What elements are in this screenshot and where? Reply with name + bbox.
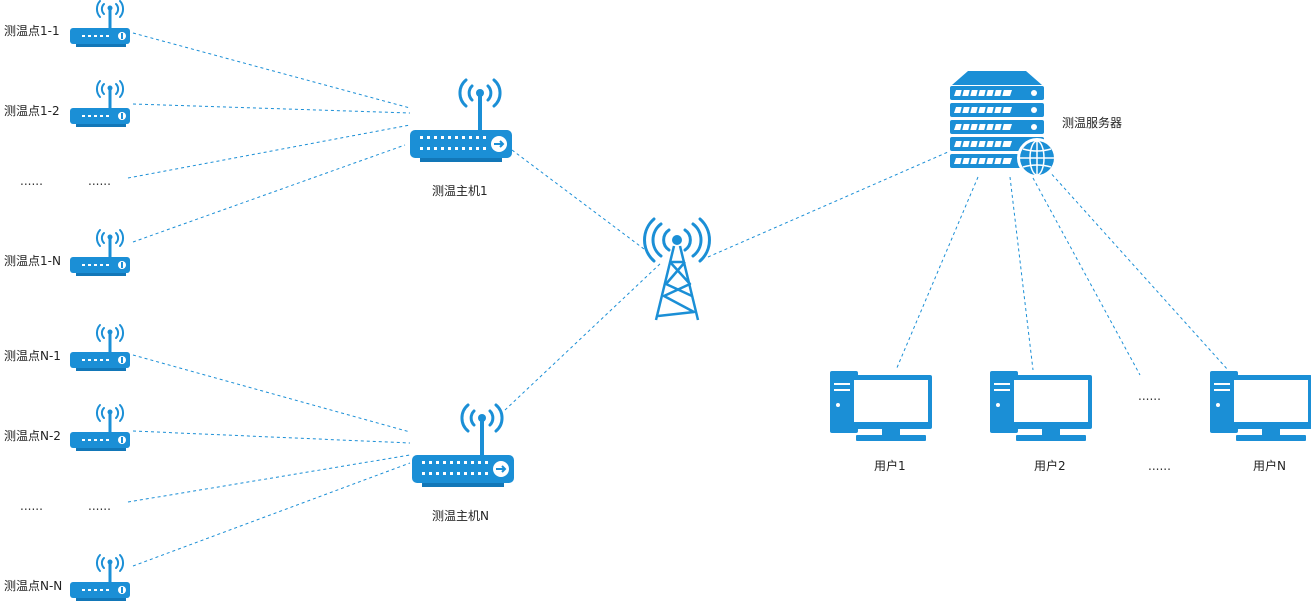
wireless-router-icon <box>70 405 130 451</box>
desktop-computer-icon <box>830 371 932 441</box>
sensor-label-n-1: 测温点N-1 <box>4 349 61 363</box>
sensor-label-1-1: 测温点1-1 <box>4 24 60 38</box>
link-server-userN <box>1047 169 1229 371</box>
link-host1-tower <box>511 149 649 253</box>
link-sensorN2-hostN <box>132 430 411 444</box>
sensor-label-n-2: 测温点N-2 <box>4 429 61 443</box>
user-label-1: 用户1 <box>874 459 906 473</box>
link-sensorNN-hostN <box>132 462 411 567</box>
ellipsis: ...... <box>88 499 111 513</box>
ellipsis: ...... <box>20 174 43 188</box>
host-label-1: 测温主机1 <box>432 184 488 198</box>
link-server-ellipsis <box>1032 177 1141 376</box>
link-sensor1N-host1 <box>132 144 406 243</box>
link-ellipsis-hostN <box>127 454 411 503</box>
ellipsis: ...... <box>1148 459 1171 473</box>
link-sensorN1-hostN <box>132 354 411 433</box>
link-sensor11-host1 <box>132 32 411 109</box>
cell-tower-icon <box>643 217 711 321</box>
host-router-icon <box>408 78 514 164</box>
sensor-label-1-n: 测温点1-N <box>4 254 61 268</box>
ellipsis: ...... <box>1138 389 1161 403</box>
user-label-2: 用户2 <box>1034 459 1066 473</box>
host-label-n: 测温主机N <box>432 509 489 523</box>
wireless-router-icon <box>70 325 130 371</box>
desktop-computer-icon <box>990 371 1092 441</box>
link-sensor12-host1 <box>132 103 411 114</box>
wireless-router-icon <box>70 1 130 47</box>
sensor-label-1-2: 测温点1-2 <box>4 104 60 118</box>
server-globe-icon <box>950 71 1057 178</box>
server-label: 测温服务器 <box>1062 116 1123 130</box>
sensor-label-n-n: 测温点N-N <box>4 579 63 593</box>
link-hostN-tower <box>504 261 663 411</box>
link-ellipsis-host1 <box>127 124 411 179</box>
wireless-router-icon <box>70 81 130 127</box>
link-server-user1 <box>895 176 979 371</box>
host-router-icon <box>410 403 516 489</box>
user-label-n: 用户N <box>1253 459 1286 473</box>
wireless-router-icon <box>70 230 130 276</box>
desktop-computer-icon <box>1210 371 1311 441</box>
link-tower-server <box>707 151 949 258</box>
wireless-router-icon <box>70 555 130 601</box>
link-server-user2 <box>1009 176 1034 371</box>
ellipsis: ...... <box>88 174 111 188</box>
ellipsis: ...... <box>20 499 43 513</box>
